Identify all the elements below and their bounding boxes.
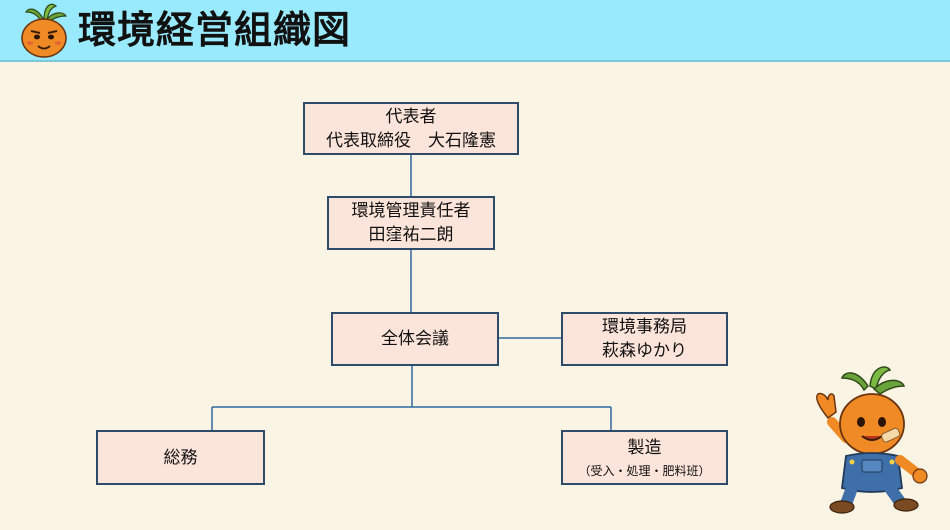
representative-name: 代表取締役 大石隆憲 (326, 130, 496, 151)
carrot-mascot-waving-icon (816, 366, 928, 514)
env-manager-box: 環境管理責任者 田窪祐二朗 (327, 196, 495, 250)
carrot-mascot-icon (21, 3, 67, 58)
general-meeting-box: 全体会議 (331, 312, 499, 366)
header-bar: 環境経営組織図 (0, 0, 950, 62)
general-meeting-title: 全体会議 (381, 329, 449, 349)
env-office-title: 環境事務局 (602, 317, 687, 337)
representative-title: 代表者 (385, 106, 437, 127)
page-title: 環境経営組織図 (78, 8, 352, 52)
representative-box: 代表者 代表取締役 大石隆憲 (303, 102, 519, 155)
env-manager-title: 環境管理責任者 (351, 201, 471, 221)
env-manager-name: 田窪祐二朗 (368, 225, 454, 245)
manufacturing-title: 製造 (627, 437, 662, 458)
env-office-box: 環境事務局 萩森ゆかり (561, 312, 728, 366)
manufacturing-box: 製造 （受入・処理・肥料班） (561, 430, 728, 485)
env-office-name: 萩森ゆかり (602, 341, 687, 361)
general-affairs-box: 総務 (96, 430, 265, 485)
manufacturing-subtitle: （受入・処理・肥料班） (578, 463, 711, 478)
general-affairs-title: 総務 (163, 447, 198, 468)
